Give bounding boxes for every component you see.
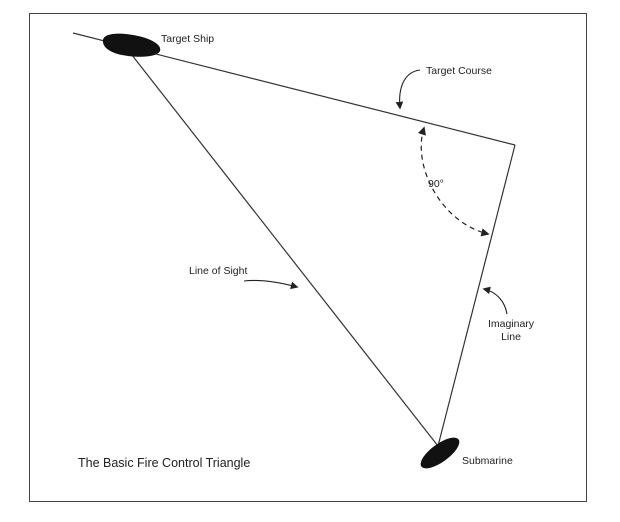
target-ship-label: Target Ship xyxy=(161,33,215,45)
target-course-label: Target Course xyxy=(426,65,492,77)
diagram-frame xyxy=(29,13,587,502)
diagram-caption: The Basic Fire Control Triangle xyxy=(78,456,251,470)
line-of-sight-label: Line of Sight xyxy=(189,265,248,277)
line-of-sight xyxy=(127,49,439,447)
target-course-pointer xyxy=(395,69,421,110)
imaginary-line xyxy=(437,144,516,447)
angle-label: 90° xyxy=(428,178,444,190)
imaginary-line-pointer xyxy=(482,286,508,315)
submarine-icon xyxy=(420,437,460,469)
imaginary-line-label-line2: Line xyxy=(501,331,521,344)
target-ship-icon xyxy=(102,33,161,57)
imaginary-line-label-line1: Imaginary xyxy=(487,318,535,330)
submarine-label: Submarine xyxy=(462,455,513,467)
imaginary-line-label: Imaginary Line xyxy=(486,318,536,344)
line-of-sight-pointer xyxy=(243,279,299,290)
right-angle-arc xyxy=(417,126,490,237)
